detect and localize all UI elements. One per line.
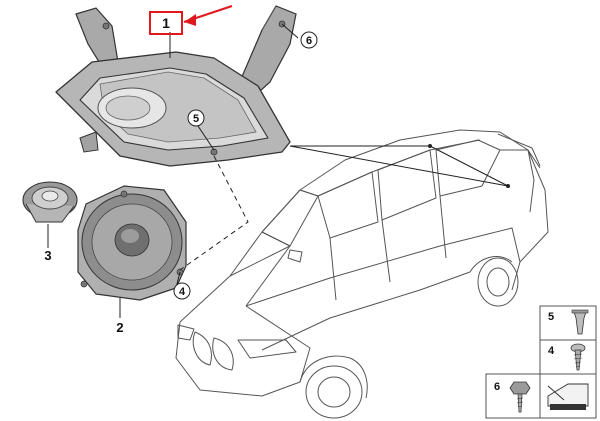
diagram-reference-icon [547, 383, 589, 410]
part1-label[interactable]: 1 [162, 15, 170, 31]
woofer [77, 185, 187, 301]
anchor-dot [506, 184, 510, 188]
tapping-screw-icon [570, 343, 586, 371]
legend-item4-label: 4 [548, 345, 555, 357]
speaker-bracket [55, 5, 297, 167]
part2-label[interactable]: 2 [116, 320, 123, 335]
part3-label[interactable]: 3 [44, 248, 51, 263]
dashed-leader [179, 155, 249, 271]
car-outline [175, 129, 549, 419]
callout-6[interactable]: 6 [300, 31, 318, 49]
part6-label: 6 [306, 35, 312, 47]
fastener-legend: 5 4 6 [485, 305, 597, 419]
legend-item5-label: 5 [548, 311, 554, 323]
leader-lines [47, 23, 509, 318]
part4-label: 4 [179, 286, 186, 298]
legend-item6-label: 6 [494, 381, 500, 393]
tweeter [22, 181, 78, 223]
callout-4[interactable]: 4 [173, 282, 191, 300]
part1-highlight [149, 5, 233, 35]
callout-5[interactable]: 5 [187, 109, 205, 127]
expanding-clip-icon [571, 309, 589, 335]
part5-label: 5 [193, 113, 199, 125]
hex-screw-icon [509, 381, 531, 413]
anchor-dot [428, 144, 432, 148]
